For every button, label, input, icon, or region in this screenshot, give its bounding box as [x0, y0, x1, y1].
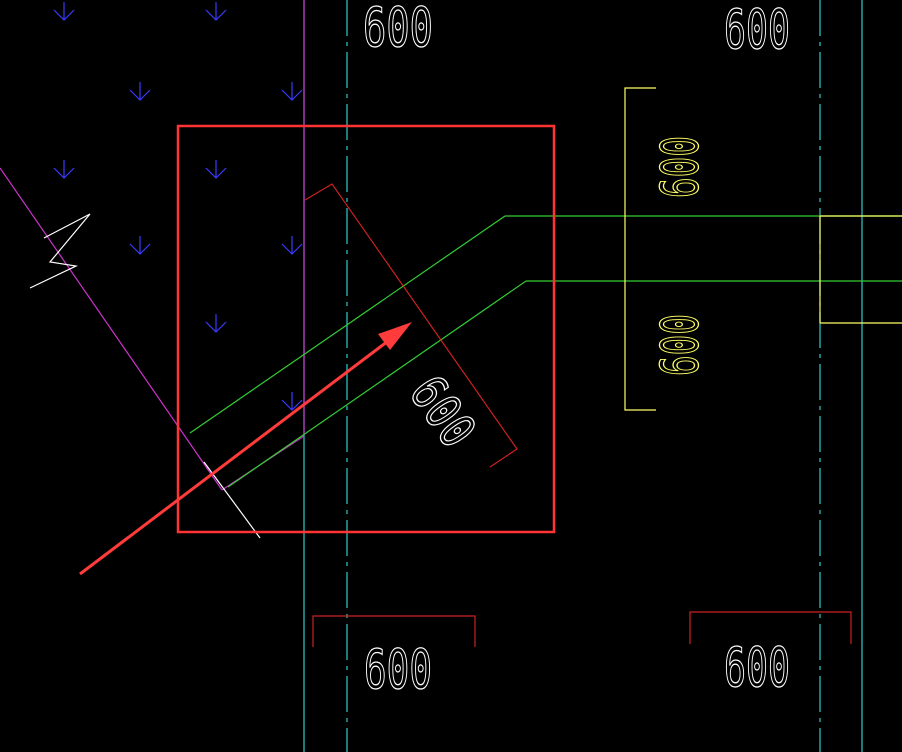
- blue-hatch-symbols: [53, 2, 303, 411]
- green-beam-lines: [189, 215, 902, 488]
- hatch-symbol: [205, 314, 227, 333]
- hatch-symbol: [205, 160, 227, 179]
- dim-label-top-right: 600: [724, 0, 790, 61]
- magenta-lines: [0, 0, 305, 491]
- yellow-lines: [624, 87, 902, 411]
- highlight-box: [176, 124, 556, 534]
- hatch-symbol: [53, 160, 75, 179]
- green-lower-slant: [227, 280, 527, 488]
- yellow-dimension-bracket: [624, 87, 656, 411]
- hatch-symbol: [205, 2, 227, 21]
- dim-label-top-left: 600: [363, 0, 433, 59]
- green-upper-slant: [189, 215, 506, 434]
- dim-label-diagonal: 600: [398, 366, 487, 458]
- hatch-symbol: [129, 82, 151, 101]
- annotation-arrow: [79, 322, 412, 576]
- red-diagonal-dimension: [304, 183, 518, 468]
- magenta-diagonal-line: [0, 167, 223, 491]
- dim-label-bottom-right: 600: [724, 636, 790, 699]
- dim-label-right-lower-vertical: 600: [651, 314, 711, 376]
- hatch-symbol: [129, 236, 151, 255]
- hatch-symbol: [281, 392, 303, 411]
- hatch-symbol: [281, 82, 303, 101]
- red-bottom-dimensions: [312, 611, 852, 647]
- dimension-labels: 600 600 600 600 600 600 600: [362, 0, 790, 702]
- hatch-symbol: [53, 2, 75, 21]
- dim-label-right-upper-vertical: 600: [651, 136, 711, 198]
- hatch-symbol: [281, 236, 303, 255]
- dim-label-bottom-left: 600: [364, 638, 432, 701]
